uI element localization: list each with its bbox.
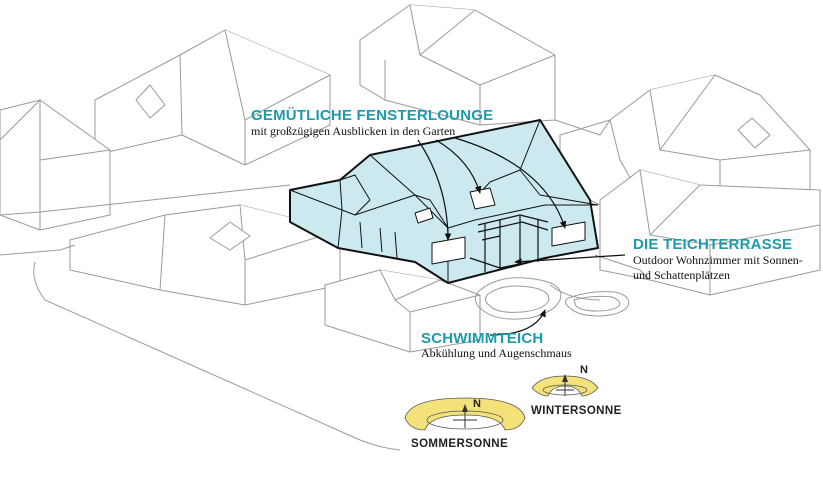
neighbour-house-south [324, 269, 481, 353]
callout-arrows [417, 137, 626, 336]
terrace-callout-text-line2: und Schattenplätzen [633, 268, 730, 282]
arrow-terrace [514, 254, 626, 265]
neighbouring-buildings [0, 4, 821, 353]
summer-compass-cross-icon [453, 412, 477, 428]
pond-callout-title: SCHWIMMTEICH [421, 330, 544, 347]
winter-north-arrow-icon [562, 374, 568, 382]
plot-boundary-south [33, 261, 401, 451]
neighbour-house-west [0, 99, 111, 231]
winter-north-label: N [580, 364, 588, 376]
summer-sun-label: SOMMERSONNE [411, 438, 509, 450]
pond-callout-text: Abkühlung und Augenschmaus [421, 346, 572, 360]
arrow-pond [489, 309, 546, 336]
street-edge-lower [0, 244, 76, 256]
summer-north-arrow-icon [462, 404, 468, 412]
arrow-lounge-window-2 [435, 139, 482, 194]
street-edge-upper [0, 184, 291, 216]
winter-compass-cross-icon [556, 382, 574, 396]
neighbour-house-southeast [599, 169, 821, 296]
winter-sun-diagram [531, 374, 599, 397]
summer-north-label: N [473, 398, 481, 410]
neighbour-house-southwest [69, 204, 341, 306]
summer-sun-diagram [404, 397, 526, 431]
swimming-pond [474, 277, 630, 320]
terrace-callout-text-line1: Outdoor Wohnzimmer mit Sonnen- [633, 253, 803, 267]
neighbour-house-northwest [94, 29, 331, 166]
arrow-lounge-window-1 [417, 139, 452, 241]
lounge-callout-text: mit großzügigen Ausblicken in den Garten [251, 124, 456, 138]
neighbour-house-east [559, 74, 811, 216]
terrace-callout-title: DIE TEICHTERRASSE [633, 236, 793, 253]
lounge-callout-title: GEMÜTLICHE FENSTERLOUNGE [251, 107, 494, 124]
winter-sun-label: WINTERSONNE [531, 405, 622, 417]
arrow-lounge-window-3 [454, 137, 567, 229]
neighbour-house-north [359, 4, 556, 126]
site-boundaries [0, 119, 651, 451]
